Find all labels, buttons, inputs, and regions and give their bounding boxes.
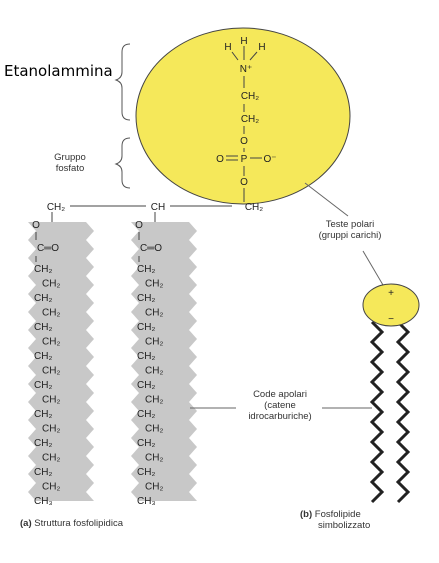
chain-right-unit: CH₂ [137, 293, 155, 304]
caption-a-letter: (a) [20, 518, 32, 529]
chain-left-unit: CH₂ [42, 337, 60, 348]
chain-left-unit: CH₂ [34, 322, 52, 333]
ethanolamine-label: Etanolammina [4, 62, 113, 80]
chain-left-unit: CH₃ [34, 496, 53, 507]
chain-left-unit: CH₂ [34, 264, 52, 275]
phosphate-group-label: Gruppo fosfato [40, 152, 100, 174]
chain-right-unit: CH₂ [145, 424, 163, 435]
chain-left-ester-o: O [32, 220, 40, 231]
chain-left-unit: CH₂ [42, 453, 60, 464]
chain-right-carbonyl: C═O [140, 243, 162, 254]
chain-right-unit: CH₂ [145, 308, 163, 319]
chain-right-unit: CH₂ [145, 395, 163, 406]
phosphate-bracket [114, 137, 131, 189]
symbol-tail-right [395, 320, 411, 504]
atom-ch2-b: CH₂ [241, 114, 259, 125]
tail-band-right [131, 222, 197, 501]
head-bonds [231, 46, 258, 202]
chain-right-unit: CH₂ [145, 337, 163, 348]
atom-p: P [241, 154, 248, 165]
tail-band-left [28, 222, 94, 501]
apolar-label-line3: idrocarburiche) [248, 411, 312, 422]
atom-o-bottom: O [240, 177, 248, 188]
atom-h-top: H [240, 36, 247, 47]
caption-a: (a) Struttura fosfolipidica [20, 518, 123, 529]
symbol-plus: + [388, 288, 394, 299]
chain-right-unit: CH₂ [137, 351, 155, 362]
polar-head-ellipse [135, 27, 351, 205]
caption-b-line1: Fosfolipide [314, 509, 361, 520]
chain-right-unit: CH₂ [137, 322, 155, 333]
chain-left-unit: CH₂ [34, 351, 52, 362]
chain-right-unit: CH₂ [145, 482, 163, 493]
caption-b-letter: (b) [300, 509, 313, 520]
symbolized-phospholipid [362, 283, 420, 504]
atom-h-left: H [224, 42, 231, 53]
glycerol-ch: CH [151, 202, 165, 213]
atom-n-plus: N⁺ [240, 64, 253, 75]
apolar-label-line2: (catene [264, 400, 296, 411]
caption-b-line2: simbolizzato [318, 520, 371, 531]
chain-left-unit: CH₂ [42, 424, 60, 435]
chain-left-unit: CH₂ [42, 279, 60, 290]
chain-left-unit: CH₂ [42, 395, 60, 406]
caption-b: (b) Fosfolipide simbolizzato [300, 509, 410, 531]
atom-o-top: O [240, 136, 248, 147]
symbol-tail-left [369, 320, 385, 504]
chain-right-unit: CH₂ [137, 409, 155, 420]
chain-right-unit: CH₂ [145, 453, 163, 464]
glycerol-bonds [51, 194, 245, 222]
chain-right-unit: CH₂ [145, 366, 163, 377]
chain-left-unit: CH₂ [34, 380, 52, 391]
chain-left-unit: CH₂ [34, 409, 52, 420]
leader-lines [190, 182, 384, 409]
chain-left-unit: CH₂ [42, 366, 60, 377]
glycerol-ch2-left: CH₂ [47, 202, 65, 213]
polar-label-line2: (gruppi carichi) [318, 230, 382, 241]
apolar-tails-label: Code apolari (catene idrocarburiche) [230, 389, 330, 422]
chain-left-unit: CH₂ [34, 438, 52, 449]
chain-right-unit: CH₂ [137, 264, 155, 275]
chain-left-unit: CH₂ [42, 308, 60, 319]
atom-h-right: H [258, 42, 265, 53]
chain-right-unit: CH₂ [137, 438, 155, 449]
chain-right-unit: CH₂ [145, 279, 163, 290]
polar-heads-label: Teste polari (gruppi carichi) [300, 219, 400, 241]
phosphate-bonds [226, 155, 262, 161]
chain-left-unit: CH₂ [34, 467, 52, 478]
glycerol-ch2-right: CH₂ [245, 202, 263, 213]
atom-o-minus: O⁻ [263, 154, 276, 165]
chain-right-unit: CH₂ [137, 380, 155, 391]
chain-left-carbonyl: C═O [37, 243, 59, 254]
chain-left-unit: CH₂ [42, 482, 60, 493]
apolar-label-line1: Code apolari [253, 389, 307, 400]
symbol-minus: − [388, 314, 394, 325]
phosphate-label-line2: fosfato [55, 163, 85, 174]
chain-right-unit: CH₂ [137, 467, 155, 478]
atom-o-double: O [216, 154, 224, 165]
polar-label-line1: Teste polari [325, 219, 375, 230]
atom-ch2-a: CH₂ [241, 91, 259, 102]
chain-right-unit: CH₃ [137, 496, 156, 507]
symbol-head [362, 283, 420, 327]
ethanolamine-bracket [114, 43, 131, 121]
phosphate-label-line1: Gruppo [54, 152, 86, 163]
caption-a-text: Struttura fosfolipidica [34, 518, 123, 529]
chain-right-ester-o: O [135, 220, 143, 231]
chain-left-unit: CH₂ [34, 293, 52, 304]
